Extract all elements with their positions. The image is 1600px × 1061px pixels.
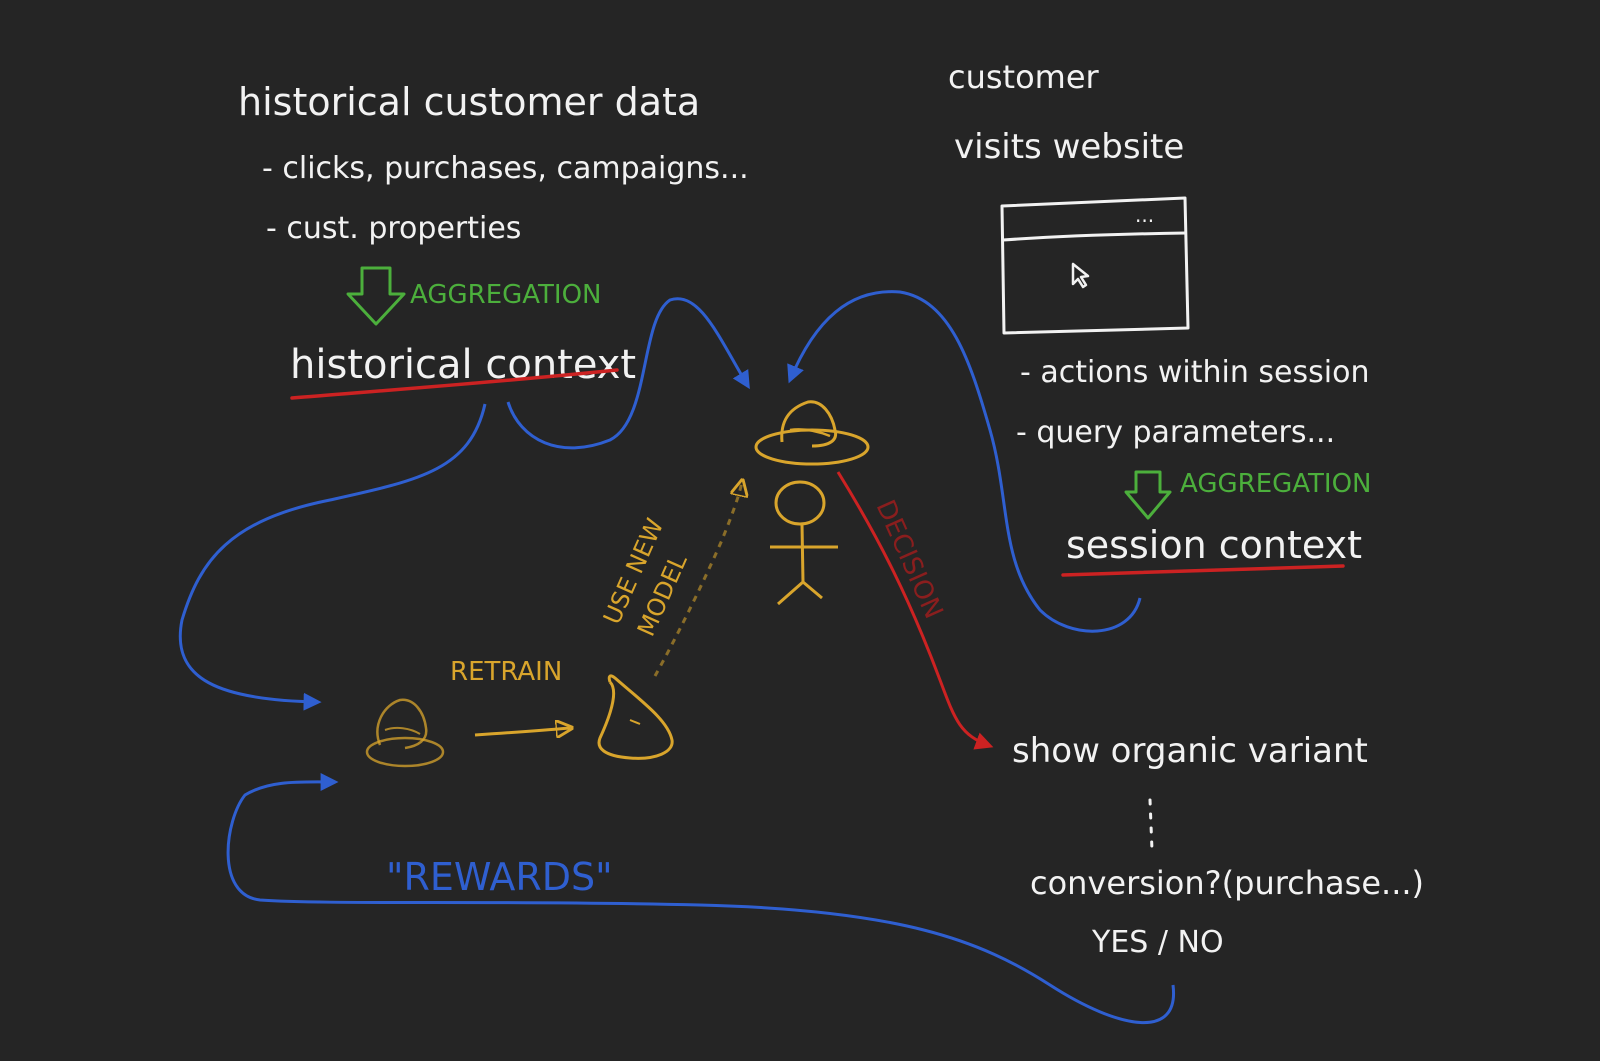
old-wizard-hat-icon — [365, 698, 445, 768]
session-context-underline — [1061, 564, 1345, 577]
decision-connector — [836, 471, 994, 750]
browser-window-icon: ... — [1000, 196, 1190, 335]
yes-no-label: YES / NO — [1091, 925, 1224, 960]
session-aggregation-label: AGGREGATION — [1180, 469, 1372, 499]
conversion-label: conversion?(purchase...) — [1030, 864, 1424, 902]
down-arrow-icon — [1124, 470, 1172, 520]
down-arrow-icon — [346, 266, 406, 326]
historical-to-old-model-connector — [178, 403, 487, 711]
session-item-actions: - actions within session — [1020, 355, 1369, 390]
session-to-wizard-connector — [787, 290, 1142, 633]
historical-item-clicks: - clicks, purchases, campaigns... — [262, 151, 749, 186]
historical-title: historical customer data — [238, 80, 700, 124]
retrain-arrow — [474, 728, 570, 735]
historical-to-wizard-connector — [506, 297, 750, 450]
show-organic-variant-label: show organic variant — [1012, 731, 1368, 771]
historical-item-properties: - cust. properties — [266, 211, 521, 246]
wizard-icon — [754, 400, 870, 606]
historical-context-underline — [290, 368, 619, 400]
cursor-icon — [1071, 262, 1090, 289]
use-new-model-connector — [653, 482, 742, 677]
rewards-feedback-connector — [226, 772, 1176, 1025]
variant-to-conversion-dotted-line — [1148, 798, 1154, 852]
new-wizard-hat-icon — [754, 400, 870, 466]
retrain-label: RETRAIN — [450, 657, 562, 687]
historical-context-label: historical context — [290, 342, 636, 388]
visits-website-label: visits website — [954, 127, 1184, 167]
browser-dots: ... — [1135, 203, 1154, 227]
rewards-label: "REWARDS" — [386, 855, 613, 899]
historical-aggregation-label: AGGREGATION — [410, 280, 602, 310]
customer-label: customer — [948, 58, 1100, 96]
new-wizard-hat-icon — [597, 674, 674, 760]
session-item-query: - query parameters... — [1016, 415, 1335, 450]
session-context-label: session context — [1066, 523, 1362, 567]
stick-figure-icon — [770, 480, 838, 606]
